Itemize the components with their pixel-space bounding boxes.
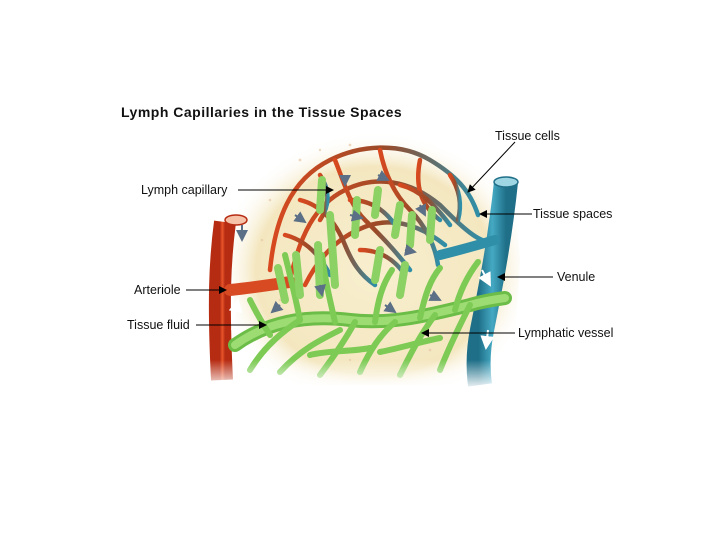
leader-lines (186, 141, 553, 337)
flow-arrow-icon (478, 269, 491, 287)
flow-arrow-icon (293, 211, 307, 224)
flow-arrows (236, 170, 442, 314)
label-tissue-cells: Tissue cells (495, 129, 560, 143)
label-lymphatic-vessel: Lymphatic vessel (518, 326, 614, 340)
flow-arrow-icon (428, 290, 442, 301)
flow-arrow-icon (314, 284, 326, 297)
label-arteriole: Arteriole (134, 283, 181, 297)
flow-arrow-icon (376, 170, 390, 181)
label-tissue-fluid: Tissue fluid (127, 318, 190, 332)
lymphatic-network (228, 176, 512, 378)
label-tissue-spaces: Tissue spaces (533, 207, 613, 221)
leader-arrow-icon (467, 141, 516, 193)
flow-arrow-icon (349, 209, 364, 222)
flow-arrow-icon (270, 300, 284, 314)
flow-arrow-icon (404, 244, 417, 256)
label-lymph-capillary: Lymph capillary (141, 183, 228, 197)
diagram-title: Lymph Capillaries in the Tissue Spaces (121, 104, 403, 120)
flow-arrow-icon (415, 203, 426, 217)
flow-arrow-icon (383, 301, 397, 314)
label-venule: Venule (557, 270, 596, 284)
